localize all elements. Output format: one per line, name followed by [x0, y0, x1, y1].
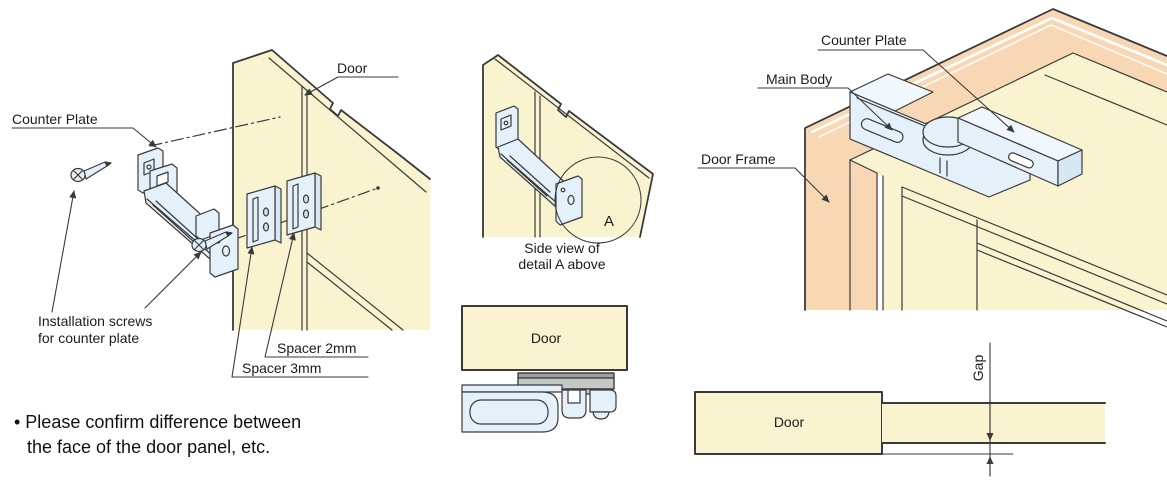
installation-screws-line2: for counter plate: [38, 330, 140, 346]
detail-a-letter: A: [604, 213, 615, 230]
installation-screw: [70, 161, 112, 183]
frame-assembly-lineart: [694, 8, 1167, 477]
installation-screws-line1: Installation screws: [38, 313, 153, 329]
door-section-label-middle: Door: [530, 330, 562, 346]
installation-screws-label: Installation screws for counter plate: [38, 313, 152, 347]
confirmation-note-line2: the face of the door panel, etc.: [27, 437, 271, 457]
spacer-2mm-drawing: [286, 172, 322, 236]
left-exploded-view-lineart: [11, 49, 431, 378]
door-cross-section: [461, 305, 628, 433]
door-label-gap-section: Door: [773, 414, 805, 430]
spacer-3mm-label: Spacer 3mm: [242, 360, 322, 376]
leader-lines: [11, 76, 399, 378]
main-body-label: Main Body: [766, 71, 833, 87]
door-isometric: [232, 49, 431, 331]
door-label-left: Door: [337, 60, 368, 76]
counter-plate-label-left: Counter Plate: [12, 111, 98, 127]
side-view-lineart: [461, 54, 654, 433]
spacer-3mm-drawing: [246, 185, 282, 249]
detail-a-circle: [554, 156, 642, 244]
side-view-caption: Side view of detail A above: [492, 240, 632, 272]
counter-plate-label-right: Counter Plate: [821, 32, 907, 48]
door-frame-label: Door Frame: [701, 151, 776, 167]
counter-plate-mounted-drawing: [957, 106, 1083, 187]
counter-plate-drawing: [137, 147, 239, 278]
confirmation-note: • Please confirm difference between the …: [14, 410, 301, 460]
leader-lines: [697, 49, 1015, 203]
gap-dimension-label: Gap: [970, 354, 986, 382]
spacer-2mm-label: Spacer 2mm: [277, 340, 357, 356]
gap-cross-section: [694, 391, 1106, 455]
side-view-caption-line2: detail A above: [518, 256, 606, 272]
confirmation-note-line1: • Please confirm difference between: [14, 412, 302, 432]
side-view-caption-line1: Side view of: [524, 240, 600, 256]
